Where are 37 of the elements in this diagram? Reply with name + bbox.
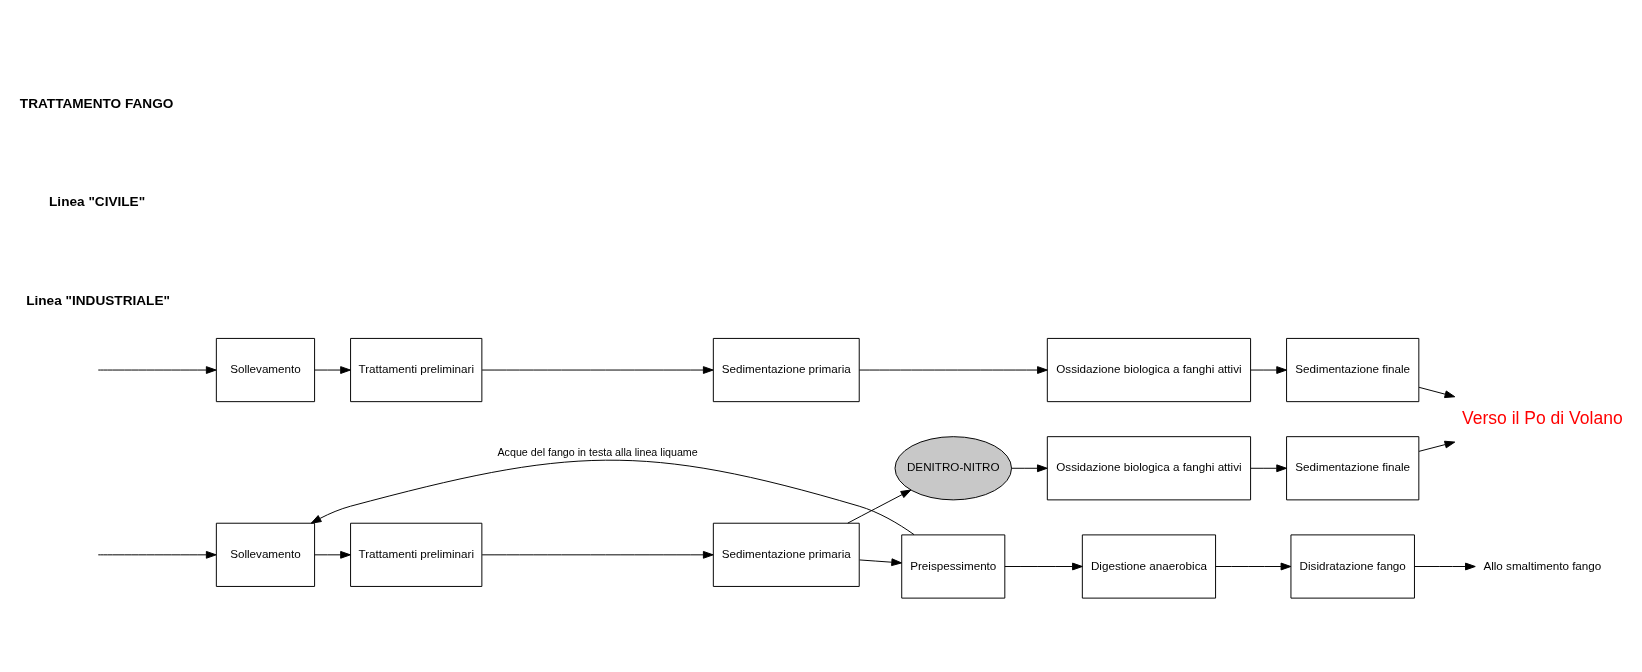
node-box: Ossidazione biologica a fanghi attivi: [1046, 337, 1252, 403]
label: Linea "CIVILE": [49, 194, 146, 210]
node-text: Verso il Po di Volano: [1462, 407, 1623, 428]
arrow: [310, 459, 915, 536]
arrow: [1250, 464, 1287, 473]
arrow: [1011, 464, 1048, 473]
arrow: [97, 366, 217, 374]
node-box: Sedimentazione primaria: [712, 337, 860, 403]
node-box: Preispessimento: [901, 534, 1006, 599]
arrow: [1418, 440, 1456, 452]
arrow: [97, 550, 217, 559]
node-box: Sollevamento: [215, 522, 316, 587]
arrow: [1414, 562, 1476, 571]
node-box: Sedimentazione finale: [1286, 337, 1420, 403]
arrow: [1004, 562, 1083, 571]
arrow: [314, 550, 351, 559]
node-box: Sollevamento: [215, 337, 316, 403]
arrow: [1418, 386, 1456, 399]
node-box: Trattamenti preliminari: [350, 337, 483, 403]
arrow: [314, 366, 351, 374]
edge-label: Acque del fango in testa alla linea liquame: [497, 446, 698, 459]
node-box: Sedimentazione primaria: [712, 522, 860, 587]
arrow: [1250, 366, 1287, 374]
node-box: Ossidazione biologica a fanghi attivi: [1046, 436, 1252, 501]
arrow: [847, 489, 912, 524]
arrow: [859, 558, 902, 567]
arrow: [858, 366, 1048, 374]
node-box: Disidratazione fango: [1290, 534, 1415, 599]
node-box: Sedimentazione finale: [1286, 436, 1420, 501]
arrow: [481, 366, 714, 374]
node-box: Trattamenti preliminari: [350, 522, 483, 587]
arrow: [481, 550, 714, 559]
arrow: [1215, 562, 1292, 571]
node-text: Allo smaltimento fango: [1483, 558, 1602, 572]
label: TRATTAMENTO FANGO: [19, 96, 174, 112]
node-box: Digestione anaerobica: [1081, 534, 1217, 599]
label: Linea "INDUSTRIALE": [26, 292, 170, 308]
